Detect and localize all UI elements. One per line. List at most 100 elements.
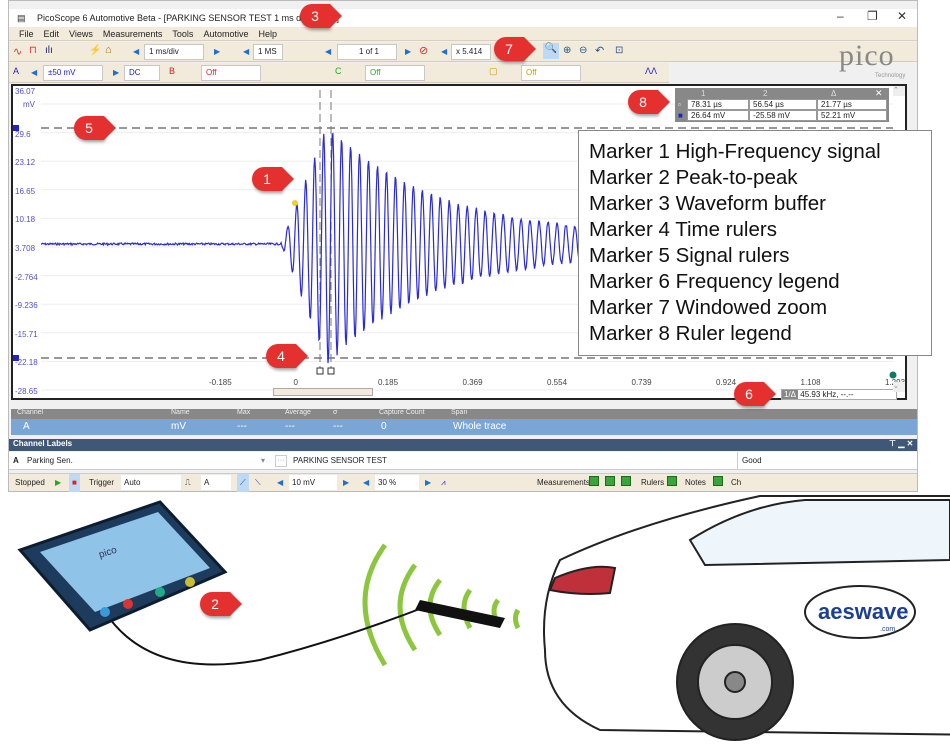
trigger-channel-select[interactable]: A xyxy=(201,475,231,490)
channel-c-button[interactable]: C xyxy=(335,66,342,76)
restore-button[interactable]: ❐ xyxy=(867,9,878,23)
x-tick-label: 0.185 xyxy=(378,378,399,387)
menu-views[interactable]: Views xyxy=(69,29,93,39)
row-average: --- xyxy=(285,421,295,432)
channel-d-button[interactable]: ▢ xyxy=(489,66,498,76)
panel-pin-close[interactable]: ⊤ ▁ ✕ xyxy=(889,439,914,448)
menu-file[interactable]: File xyxy=(19,29,34,39)
spectrum-mode-icon[interactable]: ılı xyxy=(45,45,53,56)
menu-help[interactable]: Help xyxy=(258,29,277,39)
timebase-decrease[interactable]: ◀ xyxy=(133,47,140,56)
marker-6-pin: 6 xyxy=(734,382,776,406)
row-max: --- xyxy=(237,421,247,432)
col-average: Average xyxy=(285,409,311,416)
buffer-prev[interactable]: ◀ xyxy=(325,47,332,56)
rulers-button[interactable] xyxy=(667,476,677,486)
notes-button[interactable] xyxy=(713,476,723,486)
marker-1-pin: 1 xyxy=(252,167,294,191)
buffer-next[interactable]: ▶ xyxy=(405,47,412,56)
trigger-threshold[interactable]: 10 mV xyxy=(289,475,337,490)
advanced-trigger-icon[interactable]: ⩘ xyxy=(441,478,446,487)
scroll-up-button[interactable]: ⌃ xyxy=(893,86,905,96)
marker-7-pin: 7 xyxy=(494,37,536,61)
zoom-in-icon[interactable]: ⊕ xyxy=(563,45,572,56)
legend-item: Marker 3 Waveform buffer xyxy=(589,192,826,215)
window-title: PicoScope 6 Automotive Beta - [PARKING S… xyxy=(37,13,339,23)
channel-d-range[interactable]: Off xyxy=(521,65,581,81)
signal-ruler-handle[interactable] xyxy=(13,125,19,131)
rising-edge-icon[interactable]: ⟋ xyxy=(237,474,249,492)
buffer-navigator[interactable]: 1 of 1 xyxy=(337,44,397,60)
channel-a-button[interactable]: A xyxy=(13,66,20,76)
delete-measurement-button[interactable] xyxy=(621,476,631,486)
minimize-button[interactable]: – xyxy=(837,9,844,23)
label-name: Parking Sen. xyxy=(27,456,73,465)
ruler-time-1: 78.31 µs xyxy=(687,99,749,110)
auto-setup-icon[interactable]: ⚡ xyxy=(89,45,102,56)
falling-edge-icon[interactable]: ⟍ xyxy=(255,478,261,487)
menu-automotive[interactable]: Automotive xyxy=(203,29,249,39)
windowed-zoom-icon[interactable]: 🔍 xyxy=(543,43,559,59)
undo-zoom-icon[interactable]: ↶ xyxy=(595,45,605,57)
marker-8-pin: 8 xyxy=(628,90,670,114)
range-a-decrease[interactable]: ◀ xyxy=(31,68,38,77)
ruler-legend-close[interactable]: ✕ xyxy=(875,88,883,98)
menu-tools[interactable]: Tools xyxy=(172,29,194,39)
label-name-select[interactable]: Parking Sen. xyxy=(27,452,257,470)
tail-light xyxy=(548,565,617,595)
time-ruler-handle[interactable] xyxy=(327,367,335,375)
zoom-out-icon[interactable]: ⊖ xyxy=(579,45,588,56)
legend-item: Marker 2 Peak-to-peak xyxy=(589,166,798,189)
samples-decrease[interactable]: ◀ xyxy=(243,47,250,56)
samples-select[interactable]: 1 MS xyxy=(253,44,283,60)
scope-mode-icon[interactable]: ∿ xyxy=(13,46,23,58)
time-ruler-handle[interactable] xyxy=(316,367,324,375)
start-icon[interactable]: ▶ xyxy=(55,478,62,487)
main-toolbar: ∿ ⊓ ılı ⚡ ⌂ ◀ 1 ms/div ▶ ◀ 1 MS ◀ 1 of 1… xyxy=(9,42,917,62)
channel-b-range[interactable]: Off xyxy=(201,65,261,81)
threshold-increase[interactable]: ▶ xyxy=(343,478,350,487)
buffer-navigator-icon[interactable]: ⊘ xyxy=(419,45,429,57)
y-tick-label: -15.71 xyxy=(15,329,38,339)
zoom-origin-marker[interactable] xyxy=(889,371,897,379)
range-a-increase[interactable]: ▶ xyxy=(113,68,120,77)
ruler-signal-2: -25.58 mV xyxy=(749,110,817,121)
measurement-row[interactable]: A mV --- --- --- 0 Whole trace xyxy=(11,419,917,435)
add-measurement-button[interactable] xyxy=(589,476,599,486)
col-name: Name xyxy=(171,409,190,416)
channel-b-button[interactable]: B xyxy=(169,66,176,76)
pretrigger-value[interactable]: 30 % xyxy=(375,475,419,490)
threshold-decrease[interactable]: ◀ xyxy=(277,478,284,487)
col-sigma: σ xyxy=(333,409,338,416)
horizontal-scrollbar[interactable] xyxy=(273,388,373,396)
trigger-type-icon[interactable]: ⎍ xyxy=(185,478,191,487)
edit-measurement-button[interactable] xyxy=(605,476,615,486)
chevron-down-icon[interactable]: ▾ xyxy=(261,456,266,465)
close-button[interactable]: ✕ xyxy=(897,9,908,23)
notes-label: Notes xyxy=(685,478,706,487)
stop-icon[interactable]: ■ xyxy=(69,474,80,492)
pretrigger-decrease[interactable]: ◀ xyxy=(363,478,370,487)
trigger-marker[interactable] xyxy=(292,200,298,206)
label-description[interactable]: PARKING SENSOR TEST xyxy=(293,456,387,465)
zoom-decrease[interactable]: ◀ xyxy=(441,47,448,56)
menu-edit[interactable]: Edit xyxy=(43,29,60,39)
trigger-mode-select[interactable]: Auto xyxy=(121,475,181,490)
channel-a-coupling[interactable]: DC xyxy=(124,65,160,81)
persistence-mode-icon[interactable]: ⊓ xyxy=(29,45,37,56)
pretrigger-increase[interactable]: ▶ xyxy=(425,478,432,487)
home-icon[interactable]: ⌂ xyxy=(105,44,112,56)
zoom-factor[interactable]: x 5.414 xyxy=(451,44,491,60)
menu-measurements[interactable]: Measurements xyxy=(102,29,163,39)
legend-item: Marker 6 Frequency legend xyxy=(589,270,840,293)
more-button[interactable]: ··· xyxy=(275,455,287,467)
row-channel: A xyxy=(23,421,30,432)
math-channel-icon[interactable]: ΛΛ xyxy=(645,66,658,76)
scroll-down-button[interactable]: ⌄ xyxy=(893,382,905,392)
timebase-select[interactable]: 1 ms/div xyxy=(144,44,204,60)
timebase-increase[interactable]: ▶ xyxy=(214,47,221,56)
zoom-overview-icon[interactable]: ⊡ xyxy=(615,45,624,56)
channel-a-range[interactable]: ±50 mV xyxy=(43,65,103,81)
signal-ruler-handle[interactable] xyxy=(13,355,19,361)
channel-c-range[interactable]: Off xyxy=(365,65,425,81)
